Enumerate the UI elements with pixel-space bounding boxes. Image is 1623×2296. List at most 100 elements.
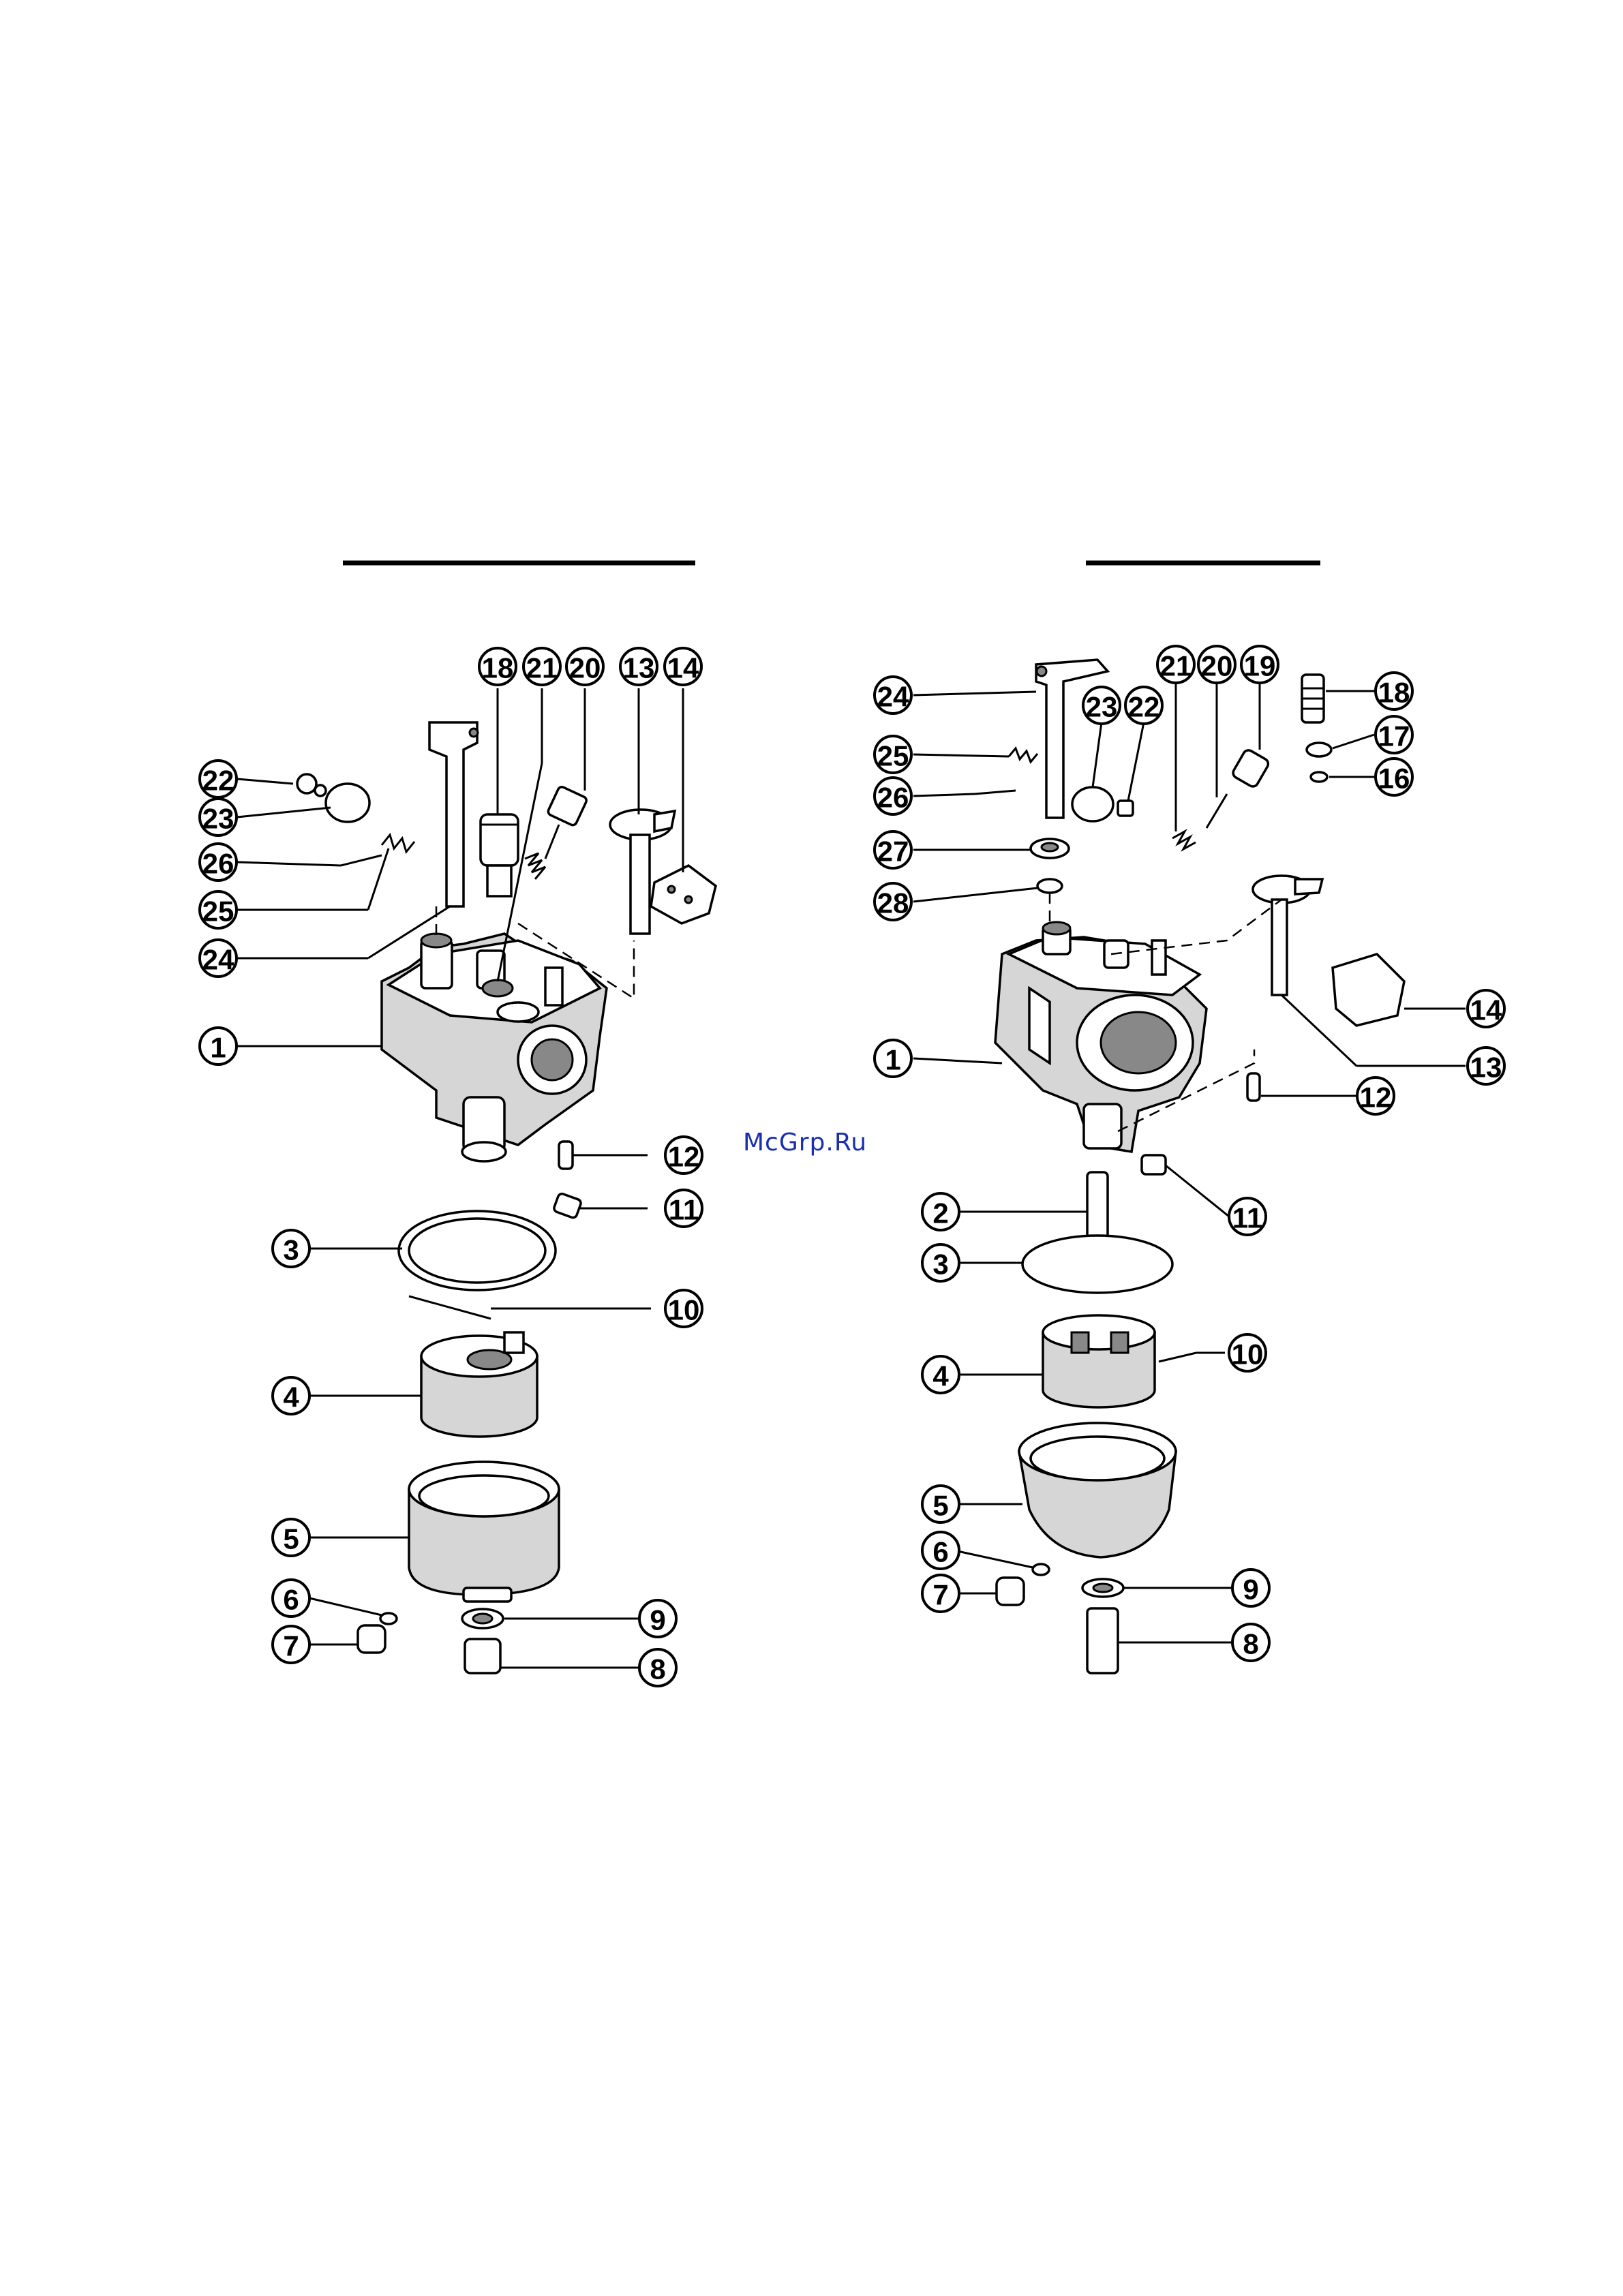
callout-number: 25 <box>877 740 909 772</box>
right-part-28 <box>1037 879 1062 893</box>
left-callout-9: 9 <box>639 1600 676 1637</box>
left-part-4 <box>421 1332 537 1437</box>
callout-number: 24 <box>877 681 909 713</box>
right-callout-12: 12 <box>1357 1077 1394 1114</box>
callout-number: 22 <box>202 765 234 797</box>
callout-number: 19 <box>1244 650 1276 682</box>
callout-number: 4 <box>932 1360 949 1392</box>
left-part-7 <box>358 1625 385 1653</box>
right-callout-20: 20 <box>1198 646 1235 683</box>
callout-number: 7 <box>283 1630 299 1662</box>
right-callout-3: 3 <box>922 1244 959 1281</box>
right-part-4 <box>1043 1315 1155 1407</box>
callout-number: 17 <box>1378 720 1410 752</box>
callout-number: 13 <box>1470 1052 1502 1084</box>
right-part-8 <box>1087 1608 1118 1673</box>
callout-number: 23 <box>202 803 234 835</box>
left-callout-13: 13 <box>620 648 657 685</box>
right-callout-11: 11 <box>1229 1198 1266 1235</box>
callout-number: 20 <box>1201 650 1233 682</box>
left-callout-12: 12 <box>665 1137 702 1174</box>
right-callout-2: 2 <box>922 1193 959 1230</box>
right-callout-26: 26 <box>875 778 911 814</box>
right-callout-5: 5 <box>922 1486 959 1522</box>
left-part-18 <box>481 814 518 896</box>
left-callout-8: 8 <box>639 1649 676 1686</box>
left-part-8 <box>465 1639 500 1673</box>
callout-number: 21 <box>1160 650 1192 682</box>
left-parts <box>237 688 716 1673</box>
left-callout-14: 14 <box>665 648 701 685</box>
callout-number: 27 <box>877 836 909 868</box>
callout-number: 12 <box>1360 1082 1392 1114</box>
left-callout-10: 10 <box>665 1290 702 1327</box>
right-part-6 <box>1033 1564 1049 1575</box>
left-callout-5: 5 <box>273 1519 309 1556</box>
right-callout-7: 7 <box>922 1575 959 1612</box>
left-callout-6: 6 <box>273 1580 309 1617</box>
callout-number: 1 <box>210 1032 226 1064</box>
left-callout-26: 26 <box>200 844 237 881</box>
right-part-10 <box>1159 1353 1196 1362</box>
right-callout-4: 4 <box>922 1356 959 1393</box>
callout-number: 13 <box>623 652 655 684</box>
left-part-12 <box>559 1142 573 1169</box>
right-part-19 <box>1231 748 1270 789</box>
right-part-26 <box>975 791 1016 794</box>
right-callout-22: 22 <box>1125 687 1162 724</box>
left-callout-22: 22 <box>200 761 237 797</box>
right-part-16 <box>1311 772 1327 782</box>
callout-number: 14 <box>1470 994 1502 1026</box>
left-callout-7: 7 <box>273 1626 309 1663</box>
callout-number: 22 <box>1128 691 1160 723</box>
left-callout-1: 1 <box>200 1028 237 1065</box>
callout-number: 6 <box>283 1584 299 1616</box>
right-callout-9: 9 <box>1232 1570 1269 1606</box>
right-part-3 <box>1022 1236 1172 1293</box>
left-callout-20: 20 <box>566 648 603 685</box>
callout-number: 11 <box>1232 1202 1262 1234</box>
left-part-11 <box>553 1193 581 1219</box>
left-part-5 <box>409 1462 559 1602</box>
callout-number: 8 <box>1243 1628 1258 1660</box>
callout-number: 5 <box>932 1490 948 1522</box>
callout-number: 18 <box>1378 677 1410 709</box>
left-callout-11: 11 <box>665 1190 702 1227</box>
right-callout-16: 16 <box>1376 759 1412 795</box>
left-callout-23: 23 <box>200 799 237 836</box>
callout-number: 12 <box>668 1141 700 1173</box>
callout-number: 2 <box>932 1197 948 1229</box>
right-part-14 <box>1333 954 1404 1026</box>
callout-number: 11 <box>669 1194 699 1226</box>
right-part-5 <box>1019 1423 1176 1557</box>
left-part-23 <box>326 784 369 822</box>
right-leaders <box>913 682 1466 1642</box>
callout-number: 26 <box>877 782 909 814</box>
right-part-17 <box>1307 743 1331 756</box>
left-choke-shaft <box>429 722 478 906</box>
right-callout-19: 19 <box>1241 646 1278 683</box>
right-callout-24: 24 <box>875 677 911 714</box>
left-part-14 <box>651 866 716 923</box>
right-parts <box>913 660 1466 1673</box>
left-callout-3: 3 <box>273 1230 309 1267</box>
callout-number: 8 <box>650 1653 665 1685</box>
left-carburetor-body <box>382 934 607 1161</box>
right-carburetor-body <box>995 922 1207 1152</box>
right-callout-13: 13 <box>1468 1047 1504 1084</box>
right-callout-17: 17 <box>1376 716 1412 753</box>
callout-number: 26 <box>202 848 234 880</box>
callout-number: 21 <box>526 652 558 684</box>
callout-number: 14 <box>667 652 699 684</box>
left-part-26 <box>341 855 382 866</box>
right-part-23 <box>1072 787 1113 821</box>
right-callout-10: 10 <box>1229 1334 1266 1371</box>
left-callout-4: 4 <box>273 1377 309 1414</box>
callout-number: 3 <box>932 1249 948 1281</box>
callout-number: 6 <box>932 1536 948 1568</box>
right-part-11 <box>1142 1155 1166 1174</box>
callout-number: 3 <box>283 1234 299 1266</box>
callout-number: 5 <box>283 1523 299 1555</box>
left-callout-24: 24 <box>200 940 237 977</box>
